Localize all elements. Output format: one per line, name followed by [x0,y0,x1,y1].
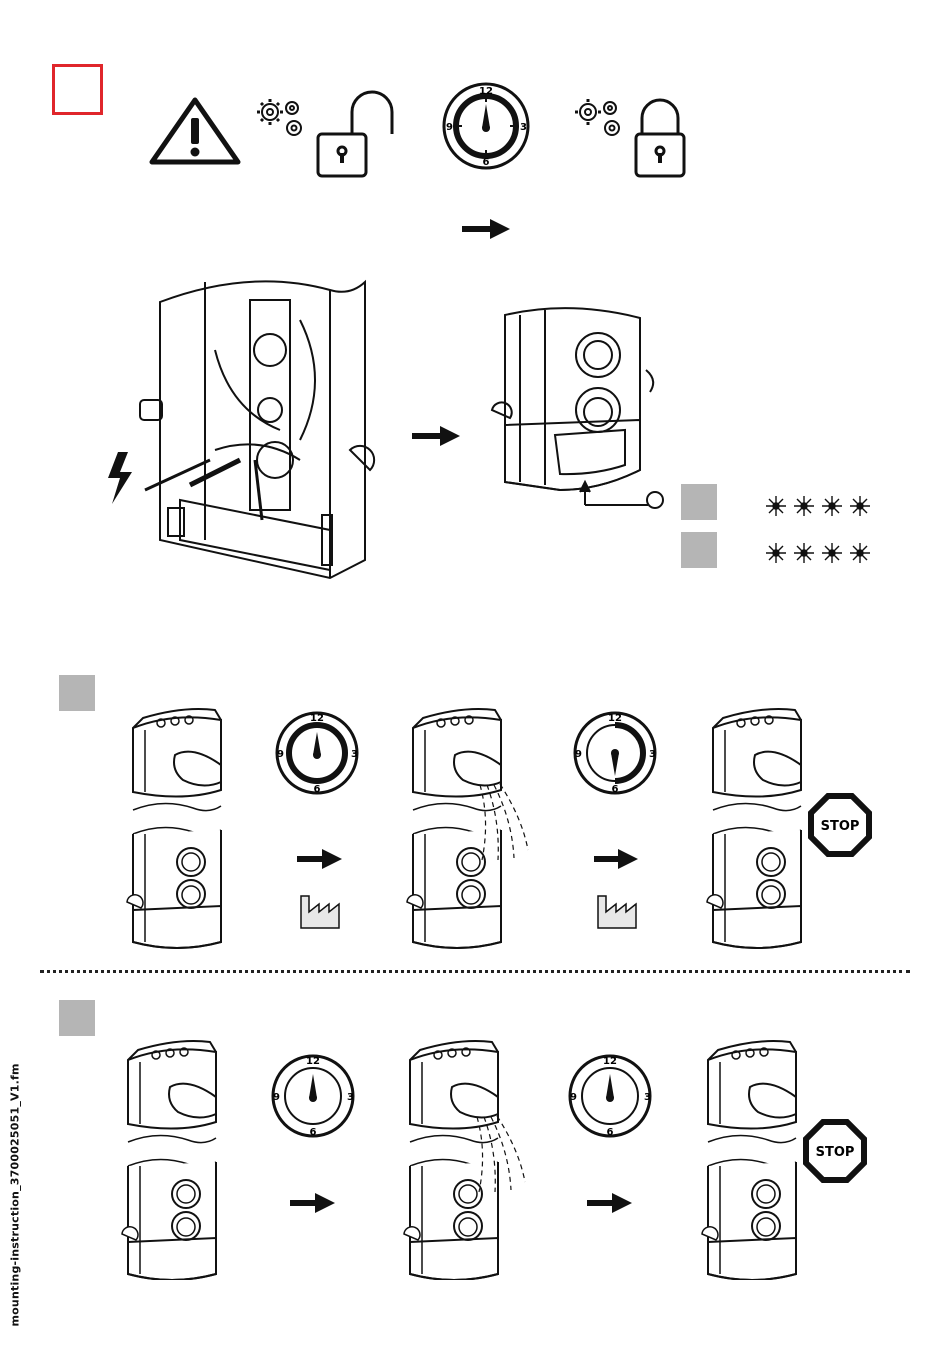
shower-unit [702,1041,796,1280]
led-blink-row [766,496,870,516]
dial-label-bottom: 6 [483,157,490,168]
stop-label: STOP [821,819,860,834]
gears-icon [257,99,301,135]
closed-device [492,308,663,508]
arrow-right-icon [412,426,460,446]
padlock-closed-icon [636,100,684,176]
dial-clock-icon: 12 3 6 9 [277,713,358,795]
dial-label-right: 3 [644,1092,651,1103]
dial-clock-icon: 12 3 6 9 [575,713,656,795]
installation-illustration [0,260,950,620]
dial-label-bottom: 6 [310,1127,317,1138]
arrow-right-icon [297,849,342,869]
stop-label: STOP [816,1145,855,1160]
dial-label-top: 12 [310,713,324,724]
led-blink-row [766,543,870,563]
shower-unit [707,709,801,948]
dial-label-top: 12 [608,713,622,724]
dial-clock-icon: 12 3 6 9 [444,84,528,168]
dial-label-right: 3 [351,749,358,760]
dial-label-left: 9 [277,749,284,760]
dial-label-right: 3 [649,749,656,760]
dial-label-right: 3 [347,1092,354,1103]
warning-triangle-icon [152,100,238,162]
dial-label-left: 9 [575,749,582,760]
dial-label-left: 9 [273,1092,280,1103]
stop-sign-icon: STOP [806,1122,864,1180]
gears-icon [575,99,619,135]
dial-label-top: 12 [306,1056,320,1067]
dial-label-left: 9 [570,1092,577,1103]
shower-unit [407,709,501,948]
dial-label-bottom: 6 [607,1127,614,1138]
shower-unit [127,709,221,948]
arrow-right-icon [290,1193,335,1213]
section-marker [681,532,717,568]
stop-sign-icon: STOP [811,796,869,854]
arrow-right-icon [587,1193,632,1213]
sequence-row-b: 12 3 6 9 12 3 6 9 STOP [0,1030,950,1280]
dial-clock-icon: 12 3 6 9 [570,1056,651,1138]
file-name-label: mounting-instruction_3700025051_V1.fm [9,1027,22,1327]
lightning-icon [108,452,132,504]
dial-label-bottom: 6 [612,784,619,795]
dial-label-top: 12 [479,86,493,97]
dial-label-top: 12 [603,1056,617,1067]
dial-clock-icon: 12 3 6 9 [273,1056,354,1138]
dial-label-bottom: 6 [314,784,321,795]
shower-unit [404,1041,498,1280]
section-marker [681,484,717,520]
factory-icon [598,896,636,928]
dial-label-left: 9 [446,122,453,133]
dial-label-right: 3 [520,122,527,133]
factory-icon [301,896,339,928]
arrow-right-icon [594,849,638,869]
shower-unit [122,1041,216,1280]
padlock-open-icon [318,92,392,176]
open-device [140,281,374,578]
sequence-row-a: 12 3 6 9 12 3 6 9 STOP [0,700,950,950]
arrow-right-icon [462,219,510,239]
section-divider [40,970,910,973]
top-icon-row: 12 3 6 9 [0,0,950,260]
